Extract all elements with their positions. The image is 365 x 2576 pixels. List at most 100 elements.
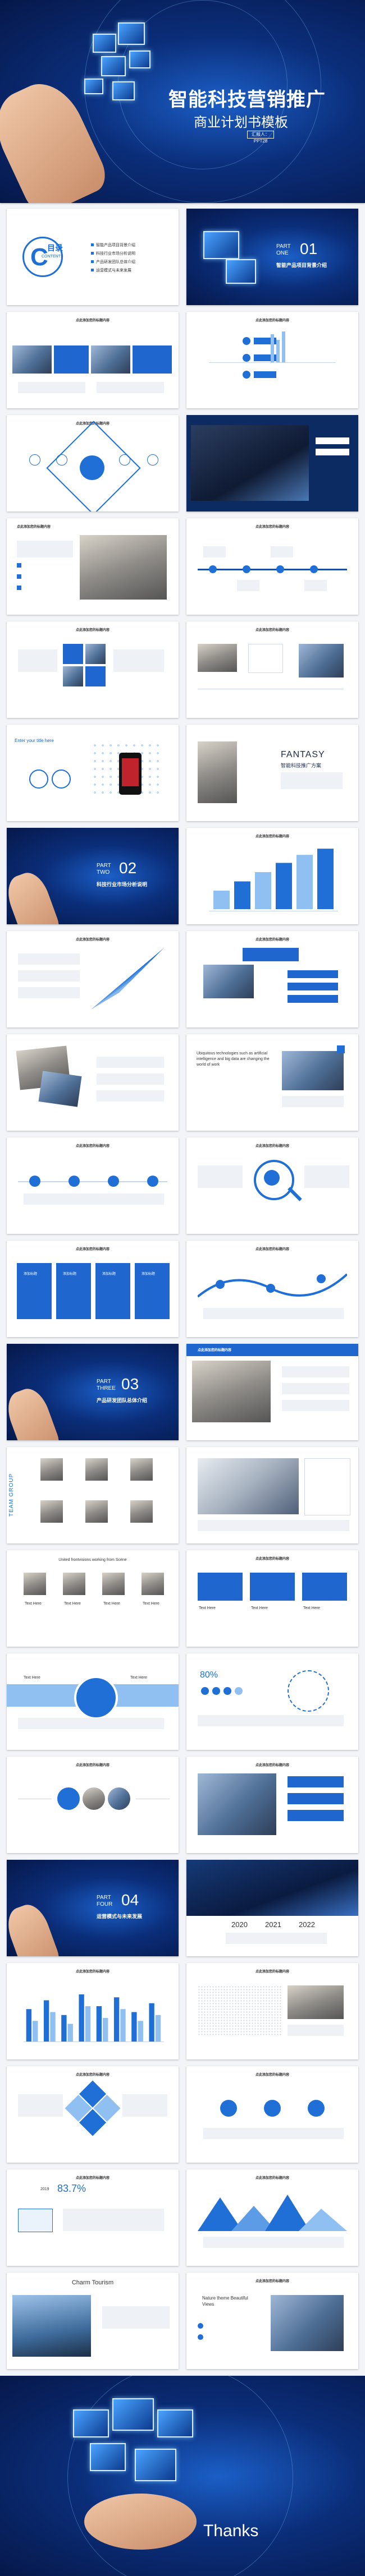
hand-image [7,1384,62,1440]
label-pill [254,371,276,378]
toc-item[interactable]: 智能产品项目背景介绍 [91,242,170,249]
content-slide: 80% [186,1653,358,1750]
office-photo [198,1458,299,1514]
part-name: 科技行业市场分析说明 [97,882,148,887]
bar [131,2012,137,2042]
text-card [248,644,283,673]
icon-card[interactable] [198,1573,243,1601]
slide-title: 点此添加您的标题内容 [255,319,289,322]
content-slide: Ubiquitous technologies such as artifici… [186,1034,358,1131]
bar [85,2006,91,2042]
content-slide [186,1447,358,1543]
year-label: 2021 [265,1920,281,1929]
stat-bar [288,983,338,990]
peak [299,2209,347,2231]
hand-image [7,1900,62,1956]
team-photo [192,1361,271,1422]
part-label: PART [97,863,111,869]
part-name: 产品研发团队总体介绍 [97,1398,148,1403]
slide-title: 点此添加您的标题内容 [75,1764,110,1767]
timeline-node[interactable] [209,565,217,573]
member-name: Text Here [103,1602,120,1606]
feature-card[interactable] [135,1263,170,1319]
content-slide: 点此添加您的标题内容 [186,2169,358,2266]
text-block [237,580,259,591]
slide-title: 点此添加您的标题内容 [255,1557,289,1561]
world-map [198,1985,282,2036]
equalizer-bar [276,340,280,362]
member-photo [142,1573,164,1595]
member-photo [24,1573,46,1595]
magnifier-icon [254,1160,294,1200]
toc-list: 智能产品项目背景介绍 科技行业市场分析说明 产品研发团队总体介绍 运营模式与未来… [91,242,170,274]
bar [113,1997,120,2042]
dot-icon [243,371,250,379]
hand-image [7,868,62,924]
timeline-slide: 点此添加您的标题内容 [186,518,358,615]
info-bar [288,1810,344,1821]
content-slide: United frontvisions working from Scene T… [7,1550,179,1647]
mountain-chart [198,2195,347,2231]
text-block [113,649,164,672]
part-label: PART [276,243,291,250]
holo-screen [129,50,150,68]
icon-card[interactable] [302,1573,347,1601]
cover-title: 智能科技营销推广 [168,89,326,110]
part-word: TWO [97,869,110,875]
bar [234,881,250,909]
feature-text: Nature theme Beautiful Views [202,2296,248,2307]
card-label: 添加标题 [24,1273,38,1276]
glow-ring [67,2376,293,2576]
text-block [18,649,57,672]
text-block [24,1193,164,1205]
text-block [203,2237,344,2248]
toc-item[interactable]: 产品研发团队总体介绍 [91,259,170,266]
part-number: 04 [121,1891,139,1909]
part-word: ONE [276,250,289,256]
tourism-slide: Charm Tourism [7,2273,179,2369]
member-photo [63,1573,85,1595]
toc-item[interactable]: 运营模式与未来发展 [91,268,170,274]
timeline-node[interactable] [243,565,250,573]
bar [33,2021,38,2042]
content-slide: 点此添加您的标题内容 [186,312,358,408]
content-slide: Text Here Text Here [7,1653,179,1750]
toc-item[interactable]: 科技行业市场分析说明 [91,251,170,257]
bulb-icon [288,1670,329,1712]
feature-card[interactable] [56,1263,91,1319]
content-slide: 点此添加您的标题内容 [186,2066,358,2163]
content-slide: 点此添加您的标题内容 [7,518,179,615]
fan-blade [91,981,130,1010]
text-block [102,2306,170,2329]
photo [198,1773,276,1835]
timeline-node[interactable] [310,565,318,573]
content-slide: 点此添加您的标题内容 [186,621,358,718]
slide-title: 点此添加您的标题内容 [255,835,289,838]
text-block [271,546,293,557]
bar [103,2018,108,2042]
feature-card[interactable] [95,1263,130,1319]
text-block [97,1057,164,1068]
part-number: 03 [121,1375,139,1393]
holo-screen [90,2443,126,2471]
member-name: Text Here [25,1602,42,1606]
blue-panel [133,345,172,374]
member-photo [102,1573,125,1595]
phone-screen [122,758,139,786]
holo-screen [93,34,116,53]
slide-title: 点此添加您的标题内容 [255,2073,289,2077]
slide-title: 点此添加您的标题内容 [255,2280,289,2283]
city-photo [186,1860,358,1916]
holo-screen [203,231,239,259]
wave-path [198,1273,347,1298]
feature-card[interactable] [17,1263,52,1319]
text-block [18,970,80,981]
member-photo [130,1500,153,1523]
member-photo [85,1500,108,1523]
circle-photo [108,1787,130,1810]
fantasy-title: FANTASY [281,750,325,759]
timeline-node[interactable] [276,565,284,573]
holo-screen [112,81,135,100]
icon-card[interactable] [250,1573,295,1601]
location-pin-icon [69,1176,80,1187]
